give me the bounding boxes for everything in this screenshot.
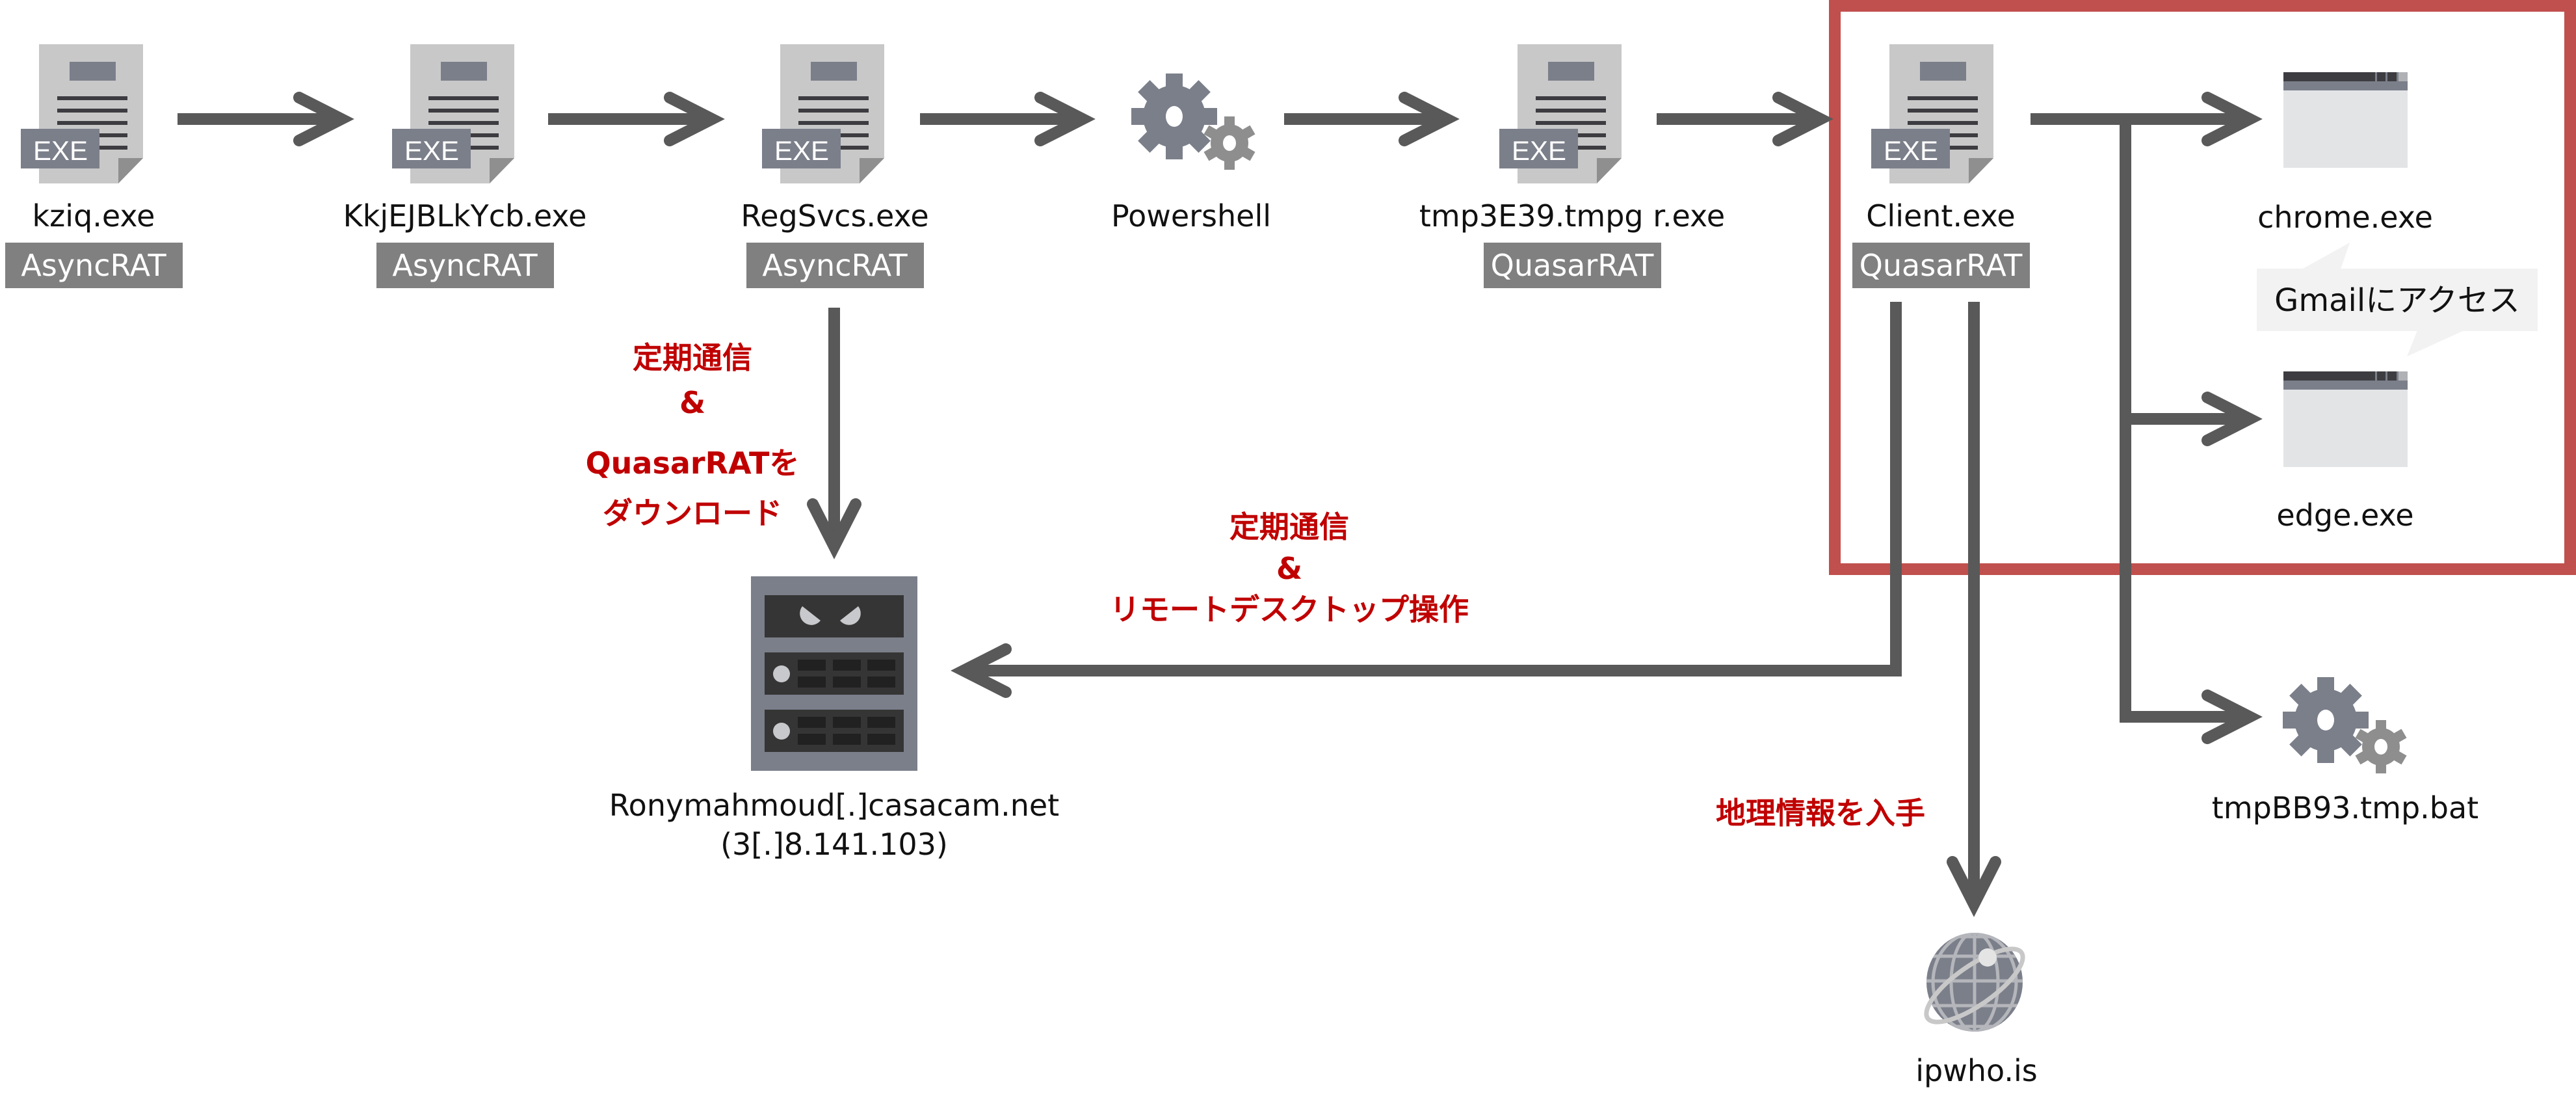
arrow-client-to-chrome: [2031, 92, 2263, 146]
server-ip-label: (3[.]8.141.103): [720, 827, 948, 862]
svg-text:リモートデスクトップ操作: リモートデスクトップ操作: [1110, 592, 1469, 627]
arrow-client-to-tmpbb93: [2120, 689, 2263, 744]
browser-window-icon: [2283, 371, 2408, 467]
arrow-client-to-ipwho: [1947, 302, 2001, 917]
svg-text:定期通信: 定期通信: [1229, 509, 1349, 544]
gmail-access-label: Gmailにアクセス: [2274, 282, 2520, 319]
node-label-kkj: KkjEJBLkYcb.exe: [343, 198, 587, 234]
arrow-kkj-to-regsvcs: [548, 92, 725, 146]
arrow-tmp3e39-to-client: [1657, 92, 1833, 146]
highlight-box: [1829, 0, 2576, 575]
family-badge: [1852, 243, 2030, 288]
arrow-client-to-edge: [2120, 392, 2263, 446]
svg-text:&: &: [1276, 551, 1302, 586]
node-label-tmp3e39: tmp3E39.tmpg r.exe: [1419, 198, 1725, 234]
arrow-powershell-to-tmp3e39: [1284, 92, 1460, 146]
arrow-client-to-server: [951, 302, 1902, 698]
node-label-kziq: kziq.exe: [33, 198, 155, 234]
exe-badge-text: EXE: [404, 135, 459, 166]
family-badge: [746, 243, 924, 288]
arrow-regsvcs-to-server: [807, 308, 861, 559]
gears-icon: [1131, 74, 1255, 170]
family-badge-text: QuasarRAT: [1491, 248, 1655, 283]
node-label-chrome: chrome.exe: [2257, 200, 2433, 235]
node-label-regsvcs: RegSvcs.exe: [741, 198, 928, 234]
family-badge-text: AsyncRAT: [762, 248, 908, 283]
node-label-ipwho: ipwho.is: [1915, 1053, 2037, 1088]
annotation-geolocation: 地理情報を入手: [1716, 796, 1925, 831]
svg-text:QuasarRATを: QuasarRATを: [586, 446, 800, 481]
annotation-regsvcs-server: 定期通信 & QuasarRATを ダウンロード: [586, 340, 800, 531]
globe-icon: [1924, 933, 2025, 1032]
malicious-server-icon: [751, 576, 917, 771]
node-label-edge: edge.exe: [2276, 498, 2413, 533]
family-badge: [5, 243, 183, 288]
family-badge-text: AsyncRAT: [21, 248, 166, 283]
browser-window-icon: [2283, 72, 2408, 168]
node-label-tmpbb93: tmpBB93.tmp.bat: [2212, 790, 2478, 825]
family-badge-text: QuasarRAT: [1860, 248, 2023, 283]
annotation-client-server: 定期通信 & リモートデスクトップ操作: [1110, 509, 1469, 627]
exe-badge-text: EXE: [1884, 135, 1938, 166]
arrow-kziq-to-kkj: [177, 92, 354, 146]
family-badge-text: AsyncRAT: [392, 248, 538, 283]
server-domain-label: Ronymahmoud[.]casacam.net: [609, 788, 1059, 823]
speech-bubble: Gmailにアクセス: [2257, 243, 2538, 356]
svg-text:&: &: [679, 385, 705, 420]
gears-icon: [2283, 677, 2407, 773]
exe-badge-text: EXE: [774, 135, 829, 166]
exe-badge-text: EXE: [33, 135, 88, 166]
family-badge: [1484, 243, 1661, 288]
node-label-client: Client.exe: [1866, 198, 2015, 234]
exe-badge-text: EXE: [1512, 135, 1566, 166]
arrow-regsvcs-to-powershell: [920, 92, 1096, 146]
svg-text:ダウンロード: ダウンロード: [603, 496, 782, 531]
svg-text:定期通信: 定期通信: [633, 340, 752, 375]
family-badge: [376, 243, 554, 288]
node-label-powershell: Powershell: [1111, 198, 1271, 234]
